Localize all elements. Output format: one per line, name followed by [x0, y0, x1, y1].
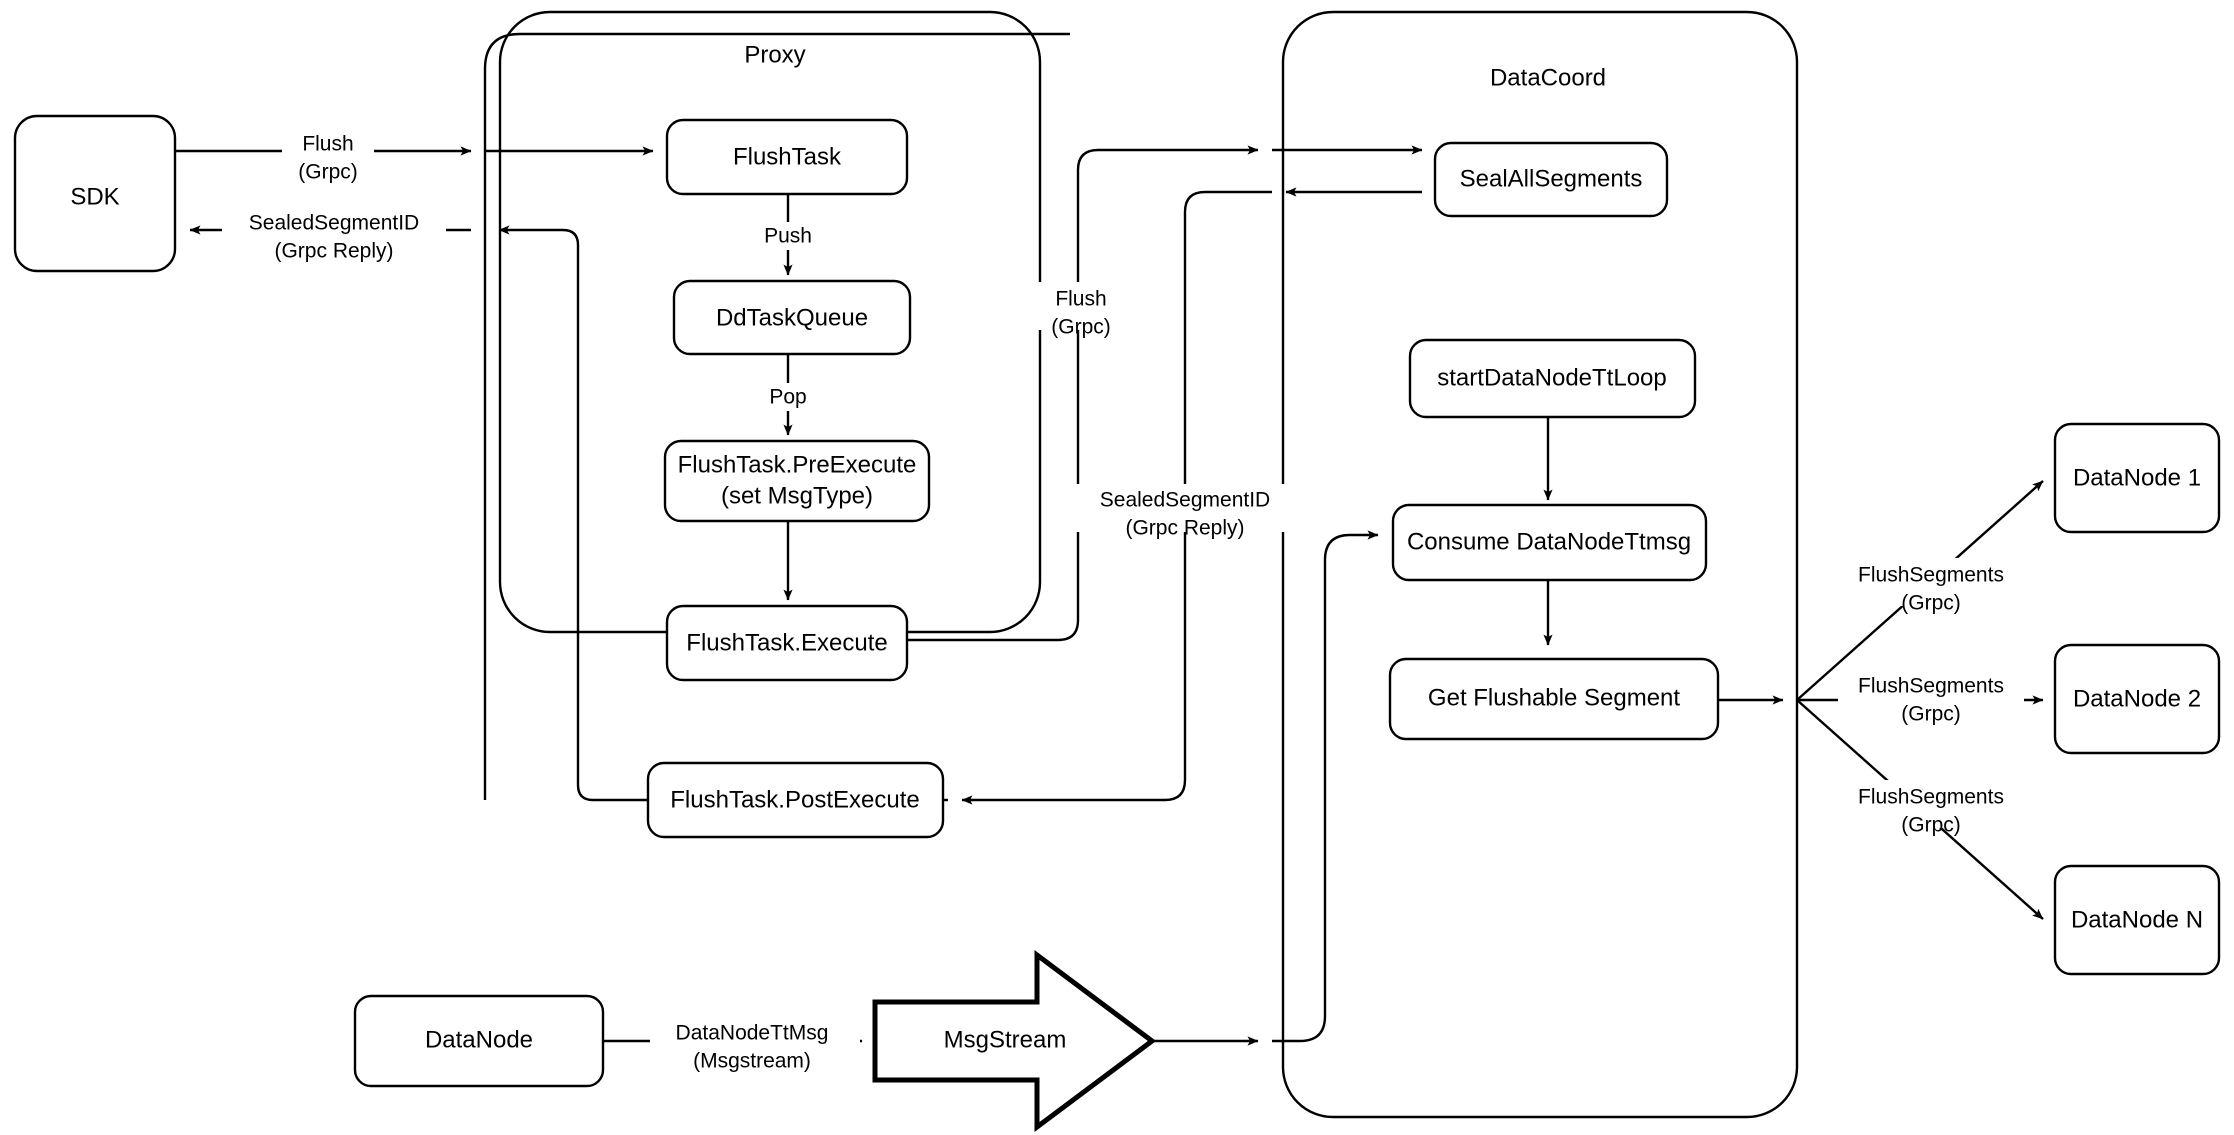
edge-label-flush-grpc-mid-line1: Flush	[1055, 288, 1106, 311]
edge-label-flushsegments-n-line1: FlushSegments	[1858, 786, 2004, 809]
node-flushtask-label: FlushTask	[733, 143, 842, 170]
node-datanode-bottom[interactable]	[353, 994, 605, 1088]
node-flushtask-postexecute-label: FlushTask.PostExecute	[670, 786, 919, 813]
node-startdatanodettloop-label: startDataNodeTtLoop	[1437, 364, 1666, 391]
node-datanode-1-label: DataNode 1	[2073, 464, 2201, 491]
edge-label-flush-grpc-mid-line2: (Grpc)	[1051, 316, 1111, 339]
node-sdk-label: SDK	[70, 183, 119, 210]
edge-label-flush-grpc-sdk-line1: Flush	[302, 133, 353, 156]
node-datanode-2-label: DataNode 2	[2073, 685, 2201, 712]
node-datanode-n-label: DataNode N	[2071, 906, 2203, 933]
node-flushtask-execute[interactable]	[665, 604, 909, 682]
edge-label-sealedsegmentid-mid: SealedSegmentID (Grpc Reply)	[1073, 484, 1297, 540]
node-flushtask-preexecute[interactable]	[663, 439, 931, 523]
edge-label-flushsegments-n: FlushSegments (Grpc)	[1838, 780, 2024, 837]
edge-label-flushsegments-1-line1: FlushSegments	[1858, 564, 2004, 587]
node-startdatanodettloop[interactable]	[1408, 338, 1697, 419]
edge-label-flushsegments-n-line2: (Grpc)	[1901, 814, 1961, 837]
node-datanode-bottom-label: DataNode	[425, 1026, 533, 1053]
node-sealallsegments-label: SealAllSegments	[1460, 165, 1643, 192]
edge-label-sealedsegmentid-mid-line2: (Grpc Reply)	[1125, 517, 1244, 540]
edge-label-sealedsegmentid-sdk-line2: (Grpc Reply)	[274, 240, 393, 263]
node-flushtask-postexecute[interactable]	[646, 761, 945, 839]
node-flushtask-preexecute-label-line2: (set MsgType)	[721, 482, 873, 509]
edge-label-sealedsegmentid-sdk: SealedSegmentID (Grpc Reply)	[222, 207, 446, 263]
node-get-flushable-segment[interactable]	[1388, 657, 1720, 741]
node-msgstream-arrow[interactable]	[872, 950, 1157, 1132]
edge-label-datanode-ttmsg: DataNodeTtMsg (Msgstream)	[650, 1018, 860, 1073]
edge-execute-to-flush-trunk	[908, 145, 1259, 642]
node-msgstream-label: MsgStream	[944, 1026, 1067, 1053]
node-flushtask-preexecute-label-line1: FlushTask.PreExecute	[678, 451, 917, 478]
node-ddtaskqueue-label: DdTaskQueue	[716, 304, 868, 331]
edge-label-pop: Pop	[758, 383, 820, 411]
node-datanode-1[interactable]	[2053, 422, 2221, 534]
edge-label-datanode-ttmsg-line1: DataNodeTtMsg	[676, 1022, 829, 1045]
edge-label-sealedsegmentid-sdk-line1: SealedSegmentID	[249, 212, 419, 235]
edge-label-flushsegments-2-line1: FlushSegments	[1858, 675, 2004, 698]
edge-label-datanode-ttmsg-line2: (Msgstream)	[693, 1050, 811, 1073]
edge-datacoord-bottom-to-consume	[1272, 530, 1379, 1043]
node-sealallsegments[interactable]	[1433, 141, 1669, 218]
edge-label-flushsegments-1: FlushSegments (Grpc)	[1838, 558, 2024, 615]
edge-label-flushsegments-2-line2: (Grpc)	[1901, 703, 1961, 726]
node-flushtask[interactable]	[665, 118, 909, 196]
edge-label-push: Push	[752, 222, 824, 250]
node-flushtask-execute-label: FlushTask.Execute	[686, 629, 887, 656]
edge-label-flush-grpc-sdk-line2: (Grpc)	[298, 161, 358, 184]
edge-label-push-text: Push	[764, 225, 812, 248]
datacoord-container-label: DataCoord	[1490, 64, 1606, 91]
node-datanode-n[interactable]	[2053, 864, 2221, 976]
node-get-flushable-segment-label: Get Flushable Segment	[1428, 684, 1680, 711]
edge-label-flushsegments-1-line2: (Grpc)	[1901, 592, 1961, 615]
edge-proxy-left-trunk	[483, 32, 1070, 800]
node-ddtaskqueue[interactable]	[672, 279, 912, 356]
node-sdk[interactable]	[13, 114, 177, 273]
edge-label-flushsegments-2: FlushSegments (Grpc)	[1838, 669, 2024, 726]
edge-label-flush-grpc-sdk: Flush (Grpc)	[282, 128, 374, 184]
proxy-container-label: Proxy	[744, 41, 805, 68]
node-consume-datanodettmsg[interactable]	[1391, 503, 1708, 582]
edge-label-flush-grpc-mid: Flush (Grpc)	[1035, 282, 1127, 339]
node-consume-datanodettmsg-label: Consume DataNodeTtmsg	[1407, 528, 1691, 555]
edge-label-pop-text: Pop	[769, 386, 806, 409]
node-datanode-2[interactable]	[2053, 643, 2221, 755]
edge-label-sealedsegmentid-mid-line1: SealedSegmentID	[1100, 489, 1270, 512]
edge-postexecute-to-trunk	[498, 225, 648, 802]
